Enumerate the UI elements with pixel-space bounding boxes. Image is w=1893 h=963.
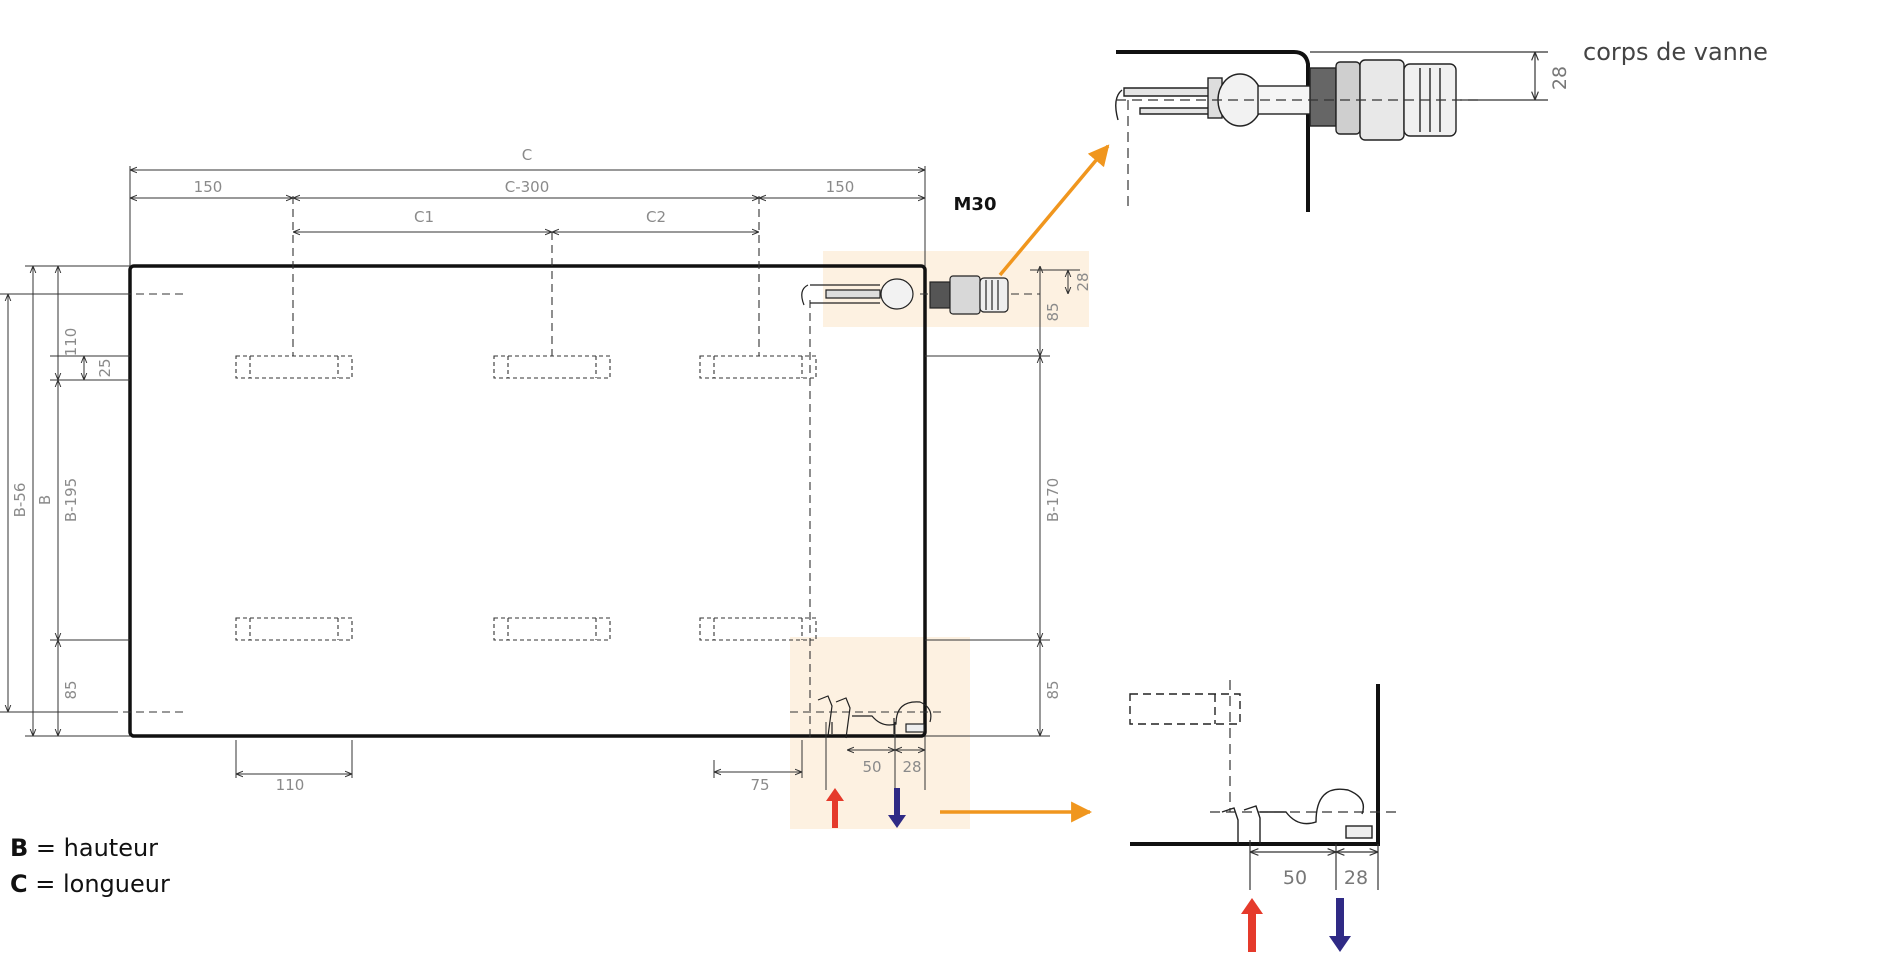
bottom-dimension-lines bbox=[235, 722, 926, 790]
dim-c-minus-300: C-300 bbox=[505, 178, 550, 196]
legend-b-text: = hauteur bbox=[28, 834, 159, 862]
dim-left-150: 150 bbox=[194, 178, 223, 196]
legend-b-key: B bbox=[10, 834, 29, 862]
dim-110-bottom: 110 bbox=[276, 776, 305, 794]
detail-valve-bottom bbox=[1129, 684, 1380, 846]
radiator-panel bbox=[128, 264, 927, 738]
legend-c: C = longueur bbox=[10, 870, 170, 898]
detail-bottom-lines bbox=[1210, 680, 1400, 890]
dim-28-right: 28 bbox=[1074, 272, 1092, 291]
left-dimension-lines bbox=[0, 265, 130, 737]
dim-right-150: 150 bbox=[826, 178, 855, 196]
detail-bottom-dim-50: 50 bbox=[1283, 867, 1307, 889]
legend-c-text: = longueur bbox=[27, 870, 170, 898]
dim-b-minus-56: B-56 bbox=[11, 483, 29, 518]
detail-top-caption: corps de vanne bbox=[1583, 38, 1768, 66]
supply-arrow-icon bbox=[826, 788, 844, 828]
supply-arrow-detail-icon bbox=[1241, 898, 1263, 952]
return-arrow-icon bbox=[888, 788, 906, 828]
detail-top-dim-28: 28 bbox=[1549, 66, 1571, 90]
dim-b-minus-195: B-195 bbox=[62, 478, 80, 522]
valve-highlight-bottom bbox=[790, 637, 970, 829]
valve-label: M30 bbox=[954, 194, 997, 215]
dim-b-minus-170: B-170 bbox=[1044, 478, 1062, 522]
dim-85-right-top: 85 bbox=[1044, 302, 1062, 321]
dim-c: C bbox=[522, 146, 532, 164]
detail-bottom-dim-28: 28 bbox=[1344, 867, 1368, 889]
flow-arrows-main bbox=[826, 788, 906, 828]
legend-b: B = hauteur bbox=[10, 834, 158, 862]
dim-b: B bbox=[36, 495, 54, 505]
dim-50-bottom: 50 bbox=[862, 758, 881, 776]
flow-arrows-detail bbox=[1241, 898, 1351, 952]
right-dimension-lines bbox=[925, 266, 1080, 737]
return-arrow-detail-icon bbox=[1329, 898, 1351, 952]
dim-c2: C2 bbox=[646, 208, 666, 226]
valve-bottom-main bbox=[817, 695, 932, 739]
dim-85-right-bottom: 85 bbox=[1044, 680, 1062, 699]
dim-28-bottom: 28 bbox=[902, 758, 921, 776]
detail-top-lines bbox=[1116, 51, 1548, 212]
dim-110: 110 bbox=[62, 328, 80, 357]
dim-c1: C1 bbox=[414, 208, 434, 226]
dim-75-bottom: 75 bbox=[750, 776, 769, 794]
valve-body-main bbox=[801, 275, 1009, 315]
callout-arrow-top bbox=[998, 144, 1110, 277]
top-dimension-lines bbox=[129, 166, 926, 266]
legend-c-key: C bbox=[10, 870, 28, 898]
dim-85-left: 85 bbox=[62, 680, 80, 699]
mounting-brackets bbox=[235, 355, 817, 641]
detail-valve-top bbox=[1115, 50, 1457, 212]
dim-25: 25 bbox=[96, 358, 114, 377]
